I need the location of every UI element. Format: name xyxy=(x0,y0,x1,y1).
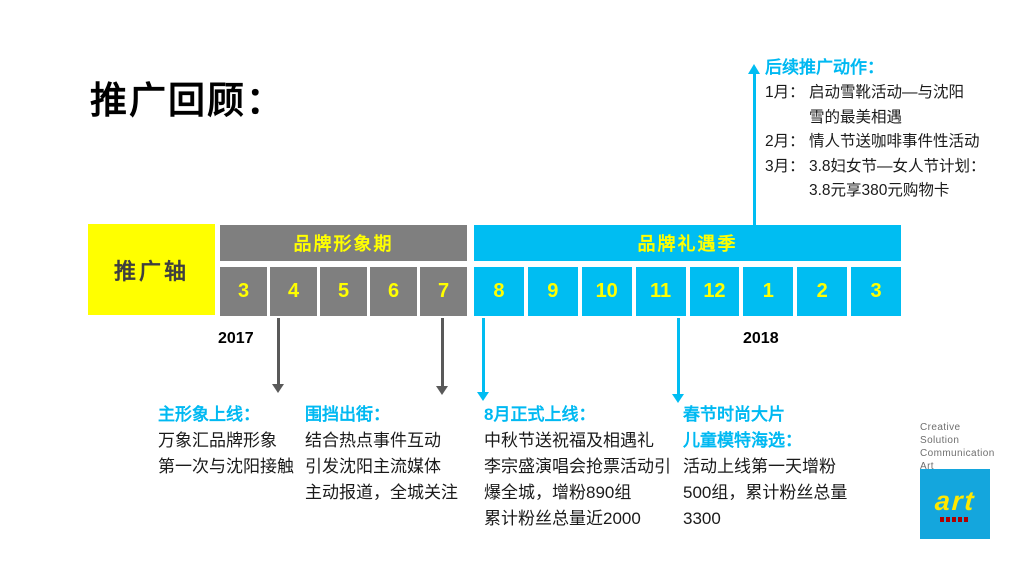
logo-seal-text xyxy=(940,516,970,522)
followup-item-text: 情人节送咖啡事件性活动 xyxy=(809,133,980,150)
month-cell: 4 xyxy=(270,267,317,316)
followup-title: 后续推广动作： xyxy=(765,58,884,77)
page-title: 推广回顾： xyxy=(90,80,285,121)
followup-item-label: 3月： xyxy=(765,157,805,175)
month-cell: 3 xyxy=(220,267,267,316)
annotation-title: 春节时尚大片 儿童模特海选： xyxy=(683,405,802,450)
month-cell: 1 xyxy=(743,267,794,316)
annotation-body: 万象汇品牌形象 第一次与沈阳接触 xyxy=(158,431,294,476)
month-cell: 2 xyxy=(797,267,848,316)
arrowhead-down-icon xyxy=(436,386,448,395)
annotation-block: 春节时尚大片 儿童模特海选： 活动上线第一天增粉 500组，累计粉丝总量 330… xyxy=(683,402,847,532)
arrowhead-down-icon xyxy=(272,384,284,393)
month-cell: 3 xyxy=(851,267,901,316)
month-cell: 6 xyxy=(370,267,417,316)
phase-header-gift-season: 品牌礼遇季 xyxy=(474,225,901,261)
month-row-2018: 8 9 10 11 12 1 2 3 xyxy=(474,267,901,316)
annotation-body: 活动上线第一天增粉 500组，累计粉丝总量 3300 xyxy=(683,457,848,528)
down-arrow-icon xyxy=(272,318,284,393)
down-arrow-icon xyxy=(436,318,448,395)
annotation-title: 围挡出街： xyxy=(305,405,390,424)
annotation-title: 主形象上线： xyxy=(158,405,260,424)
followup-item: 1月： 启动雪靴活动—与沈阳 雪的最美相遇 xyxy=(765,81,1015,130)
month-cell: 10 xyxy=(581,267,632,316)
followup-item: 3月： 3.8妇女节—女人节计划： 3.8元享380元购物卡 xyxy=(765,155,1015,204)
followup-item-text: 启动雪靴活动—与沈阳 雪的最美相遇 xyxy=(809,84,965,126)
month-cell: 7 xyxy=(420,267,467,316)
logo-box: art xyxy=(920,469,990,539)
down-arrow-icon xyxy=(477,318,489,401)
month-cell: 11 xyxy=(635,267,686,316)
month-cell: 5 xyxy=(320,267,367,316)
month-cell: 8 xyxy=(474,267,524,316)
year-label: 2017 xyxy=(218,330,254,347)
month-cell: 12 xyxy=(689,267,740,316)
arrowhead-down-icon xyxy=(477,392,489,401)
annotation-title: 8月正式上线： xyxy=(484,405,596,424)
down-arrow-icon xyxy=(672,318,684,403)
logo-caption: Creative Solution Communication Art xyxy=(920,422,995,472)
annotation-body: 中秋节送祝福及相遇礼 李宗盛演唱会抢票活动引 爆全城，增粉890组 累计粉丝总量… xyxy=(484,431,671,528)
arrowhead-up-icon xyxy=(748,64,760,74)
month-cell: 9 xyxy=(527,267,578,316)
phase-header-brand-image: 品牌形象期 xyxy=(220,225,467,261)
promo-axis-box: 推广轴 xyxy=(88,224,215,315)
promo-axis-label: 推广轴 xyxy=(113,258,189,284)
logo-mark: art xyxy=(933,485,977,516)
up-arrow-icon xyxy=(748,64,760,225)
year-label: 2018 xyxy=(743,330,779,347)
month-row-2017: 3 4 5 6 7 xyxy=(220,267,467,316)
followup-item: 2月： 情人节送咖啡事件性活动 xyxy=(765,130,1015,155)
annotation-body: 结合热点事件互动 引发沈阳主流媒体 主动报道，全城关注 xyxy=(305,431,458,502)
annotation-block: 8月正式上线： 中秋节送祝福及相遇礼 李宗盛演唱会抢票活动引 爆全城，增粉890… xyxy=(484,402,671,532)
annotation-block: 主形象上线： 万象汇品牌形象 第一次与沈阳接触 xyxy=(158,402,294,480)
followup-panel: 后续推广动作： 1月： 启动雪靴活动—与沈阳 雪的最美相遇 2月： 情人节送咖啡… xyxy=(765,55,1015,204)
followup-item-label: 2月： xyxy=(765,133,805,150)
annotation-block: 围挡出街： 结合热点事件互动 引发沈阳主流媒体 主动报道，全城关注 xyxy=(305,402,458,506)
arrowhead-down-icon xyxy=(672,394,684,403)
followup-item-text: 3.8妇女节—女人节计划： 3.8元享380元购物卡 xyxy=(809,157,986,200)
followup-item-label: 1月： xyxy=(765,84,805,101)
